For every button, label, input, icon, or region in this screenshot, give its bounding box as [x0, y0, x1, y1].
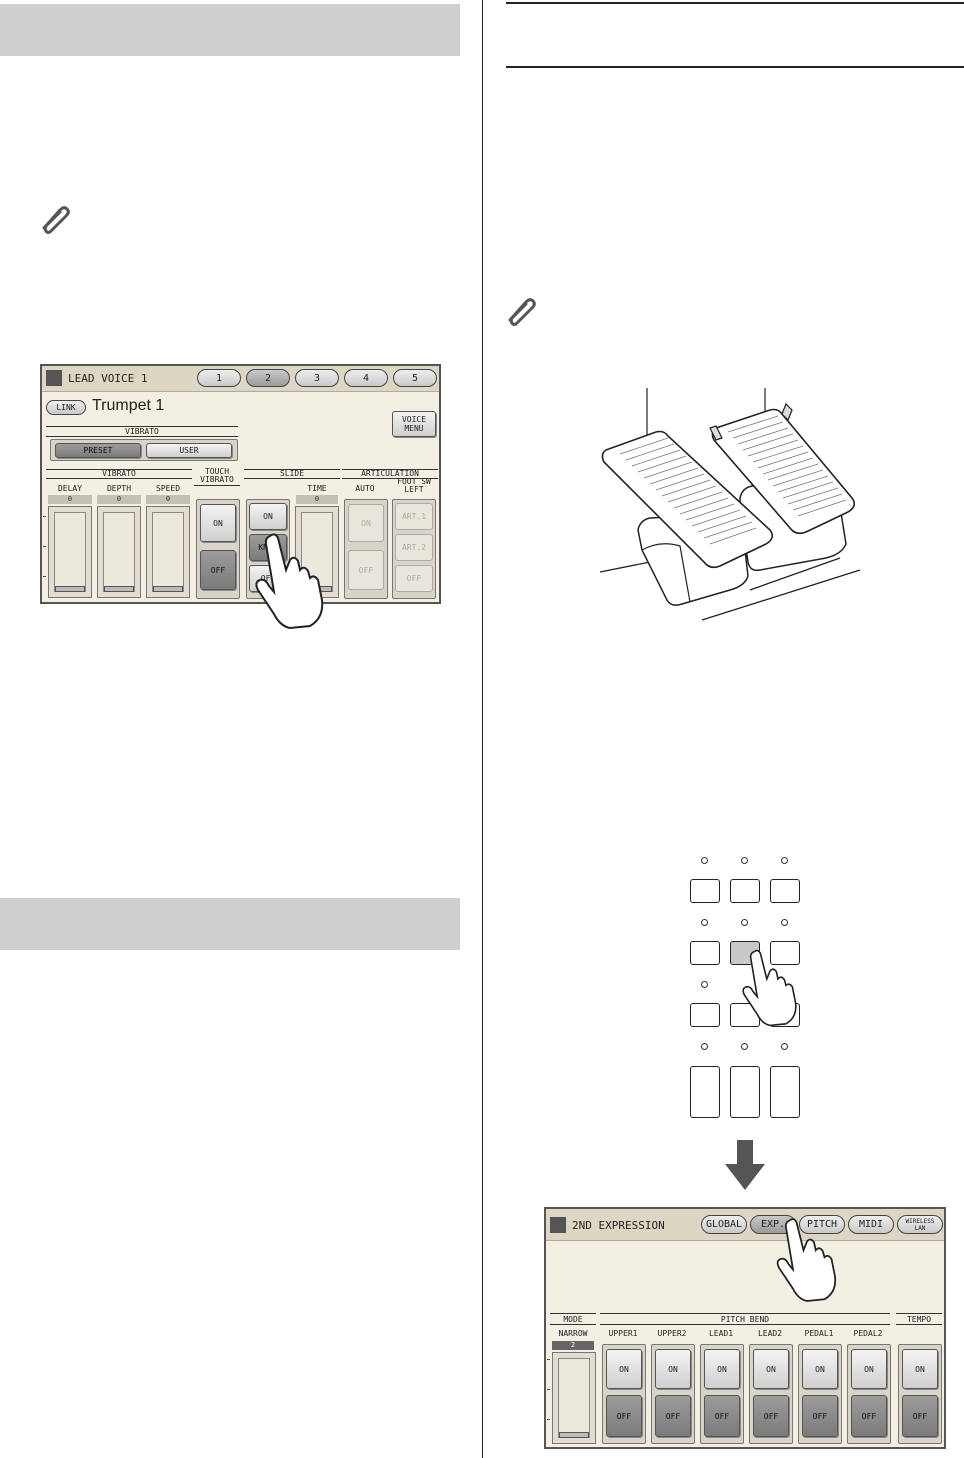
voice-name: Trumpet 1 [92, 397, 165, 414]
vibrato-section-label: VIBRATO [102, 469, 136, 478]
panel-button[interactable] [690, 1066, 720, 1118]
articulation-label: ARTICULATION [361, 469, 419, 478]
tab-exp[interactable]: EXP. [750, 1215, 796, 1234]
paperclip-icon [508, 298, 536, 326]
lead1-label: LEAD1 [708, 1329, 734, 1338]
tab-4[interactable]: 4 [344, 369, 388, 387]
section-header-bar-top [0, 4, 460, 56]
second-expression-screen: 2ND EXPRESSION GLOBAL EXP. PITCH MIDI WI… [544, 1207, 946, 1449]
panel-button[interactable] [770, 941, 800, 965]
depth-value: 0 [97, 495, 141, 504]
time-label: TIME [307, 484, 327, 493]
auto-on-button[interactable]: ON [348, 504, 384, 542]
tab-wireless-lan[interactable]: WIRELESS LAN [897, 1215, 943, 1234]
pedal1-off-button[interactable]: OFF [802, 1395, 838, 1437]
delay-value: 0 [48, 495, 92, 504]
column-divider [482, 0, 483, 1458]
pedal1-on-button[interactable]: ON [802, 1349, 838, 1389]
speed-value: 0 [146, 495, 190, 504]
mode-label: MODE [563, 1315, 583, 1324]
panel-button[interactable] [690, 941, 720, 965]
top-rule [506, 2, 964, 4]
auto-label: AUTO [355, 484, 375, 493]
tab-2[interactable]: 2 [246, 369, 290, 387]
screen-titlebar: LEAD VOICE 1 1 2 3 4 5 [42, 366, 439, 392]
user-button[interactable]: USER [146, 443, 232, 458]
screen-title: 2ND EXPRESSION [572, 1219, 665, 1232]
section-header-bar-bottom [0, 898, 460, 950]
screen-badge-icon [550, 1217, 566, 1233]
screen-titlebar: 2ND EXPRESSION GLOBAL EXP. PITCH MIDI WI… [546, 1209, 944, 1241]
pointing-hand-icon [255, 533, 324, 630]
tab-5[interactable]: 5 [393, 369, 437, 387]
depth-slider[interactable] [97, 506, 141, 598]
pedal1-label: PEDAL1 [804, 1329, 834, 1338]
art1-button[interactable]: ART.1 [395, 503, 433, 530]
upper2-off-button[interactable]: OFF [655, 1395, 691, 1437]
slide-on-button[interactable]: ON [249, 503, 287, 530]
lead-voice-screen: LEAD VOICE 1 1 2 3 4 5 LINK Trumpet 1 VO… [40, 364, 441, 604]
screen-badge-icon [46, 370, 62, 386]
panel-button[interactable] [730, 1066, 760, 1118]
upper1-label: UPPER1 [608, 1329, 638, 1338]
paperclip-icon [42, 206, 70, 234]
narrow-slider[interactable] [552, 1352, 596, 1444]
lead1-off-button[interactable]: OFF [704, 1395, 740, 1437]
upper1-on-button[interactable]: ON [606, 1349, 642, 1389]
panel-button[interactable] [690, 1003, 720, 1027]
pointing-hand-icon [776, 1218, 837, 1302]
depth-label: DEPTH [106, 484, 132, 493]
foot-sw-left-label: FOOT SW LEFT [397, 477, 431, 494]
lead2-label: LEAD2 [757, 1329, 783, 1338]
tab-global[interactable]: GLOBAL [701, 1215, 747, 1234]
touch-vibrato-on-button[interactable]: ON [200, 504, 236, 542]
down-arrow-icon [725, 1140, 765, 1190]
slide-label: SLIDE [279, 469, 305, 478]
panel-button[interactable] [690, 879, 720, 903]
link-button[interactable]: LINK [46, 400, 86, 415]
upper2-on-button[interactable]: ON [655, 1349, 691, 1389]
lead1-on-button[interactable]: ON [704, 1349, 740, 1389]
lead2-on-button[interactable]: ON [753, 1349, 789, 1389]
panel-button[interactable] [770, 879, 800, 903]
touch-vibrato-off-button[interactable]: OFF [200, 550, 236, 590]
tempo-label: TEMPO [906, 1315, 932, 1324]
pedal2-on-button[interactable]: ON [851, 1349, 887, 1389]
tab-3[interactable]: 3 [295, 369, 339, 387]
vibrato-group-label: VIBRATO [125, 427, 159, 436]
art-off-button[interactable]: OFF [395, 565, 433, 592]
voice-menu-button[interactable]: VOICE MENU [392, 411, 436, 437]
preset-button[interactable]: PRESET [55, 443, 141, 458]
auto-off-button[interactable]: OFF [348, 550, 384, 590]
narrow-label: NARROW [558, 1329, 588, 1338]
heading-rule [506, 66, 964, 68]
art2-button[interactable]: ART.2 [395, 534, 433, 561]
tab-midi[interactable]: MIDI [848, 1215, 894, 1234]
pointing-hand-icon [742, 949, 797, 1027]
speed-slider[interactable] [146, 506, 190, 598]
tab-pitch[interactable]: PITCH [799, 1215, 845, 1234]
delay-label: DELAY [57, 484, 83, 493]
expression-pedals-illustration [599, 388, 861, 621]
touch-vibrato-label: TOUCH VIBRATO [200, 467, 234, 484]
upper2-label: UPPER2 [657, 1329, 687, 1338]
pedal2-off-button[interactable]: OFF [851, 1395, 887, 1437]
lead2-off-button[interactable]: OFF [753, 1395, 789, 1437]
narrow-value: 2 [552, 1341, 594, 1350]
tempo-on-button[interactable]: ON [902, 1349, 938, 1389]
tab-1[interactable]: 1 [197, 369, 241, 387]
delay-slider[interactable] [48, 506, 92, 598]
speed-label: SPEED [155, 484, 181, 493]
pedal2-label: PEDAL2 [853, 1329, 883, 1338]
panel-button[interactable] [730, 879, 760, 903]
tempo-off-button[interactable]: OFF [902, 1395, 938, 1437]
screen-title: LEAD VOICE 1 [68, 372, 148, 385]
upper1-off-button[interactable]: OFF [606, 1395, 642, 1437]
time-value: 0 [296, 495, 338, 504]
panel-button[interactable] [770, 1066, 800, 1118]
pitch-bend-label: PITCH BEND [720, 1315, 770, 1324]
